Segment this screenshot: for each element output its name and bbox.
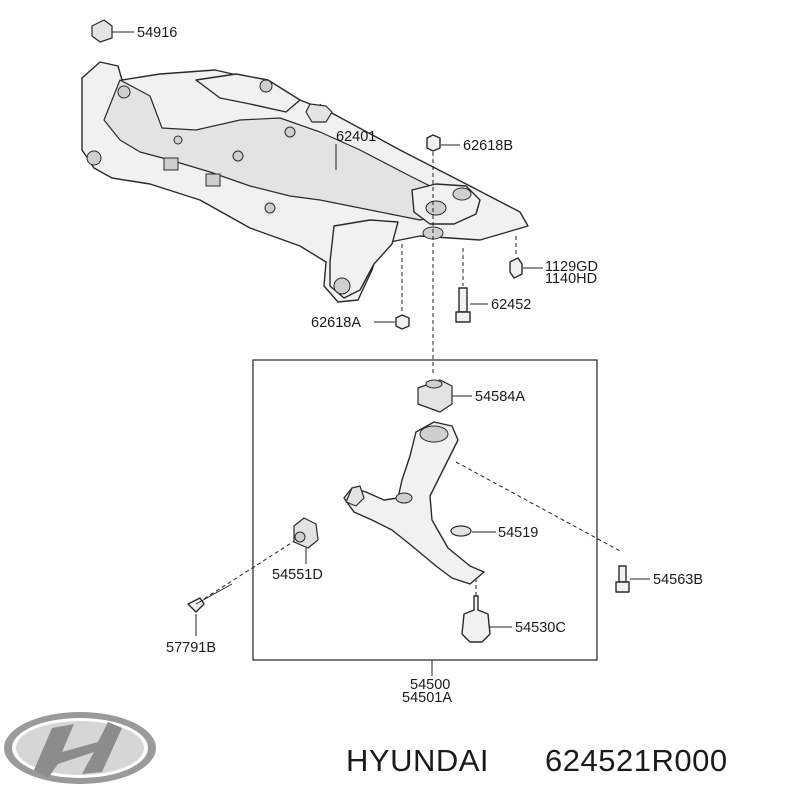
subframe-crossmember xyxy=(81,19,529,303)
lower-arm-group-box xyxy=(252,359,598,661)
label-62452: 62452 xyxy=(491,297,531,313)
label-62401: 62401 xyxy=(336,129,376,145)
label-54501a: 54501A xyxy=(402,690,452,706)
label-54584a: 54584A xyxy=(475,389,525,405)
hardware-top xyxy=(395,134,523,330)
label-54916: 54916 xyxy=(137,25,177,41)
bolt-54563b xyxy=(618,565,627,583)
label-57791b: 57791B xyxy=(166,640,216,656)
brand-name: HYUNDAI xyxy=(346,743,489,778)
hyundai-logo-icon xyxy=(4,712,156,784)
lower-arm-assembly xyxy=(187,379,630,643)
label-1140hd: 1140HD xyxy=(545,271,597,287)
pad-54916 xyxy=(91,19,113,43)
label-54563b: 54563B xyxy=(653,572,703,588)
bolt-62452 xyxy=(458,287,468,313)
bushing-54584a xyxy=(417,379,453,413)
bolt-1129gd xyxy=(509,257,523,279)
label-54519: 54519 xyxy=(498,525,538,541)
label-62618a: 62618A xyxy=(311,315,361,331)
bolt-57791b xyxy=(187,597,205,613)
label-62618b: 62618B xyxy=(463,138,513,154)
label-54500: 54500 xyxy=(410,677,450,693)
part-number: 624521R000 xyxy=(545,743,728,778)
part-labels: 54916 62401 62618B 1129GD 1140HD 62452 6… xyxy=(137,25,703,706)
ball-joint-54530c xyxy=(461,595,491,643)
label-54551d: 54551D xyxy=(272,567,323,583)
label-54530c: 54530C xyxy=(515,620,566,636)
shim-54519 xyxy=(450,525,472,537)
nut-62618b xyxy=(426,134,441,152)
label-1129gd: 1129GD xyxy=(545,259,598,275)
nut-62618a xyxy=(395,314,410,330)
